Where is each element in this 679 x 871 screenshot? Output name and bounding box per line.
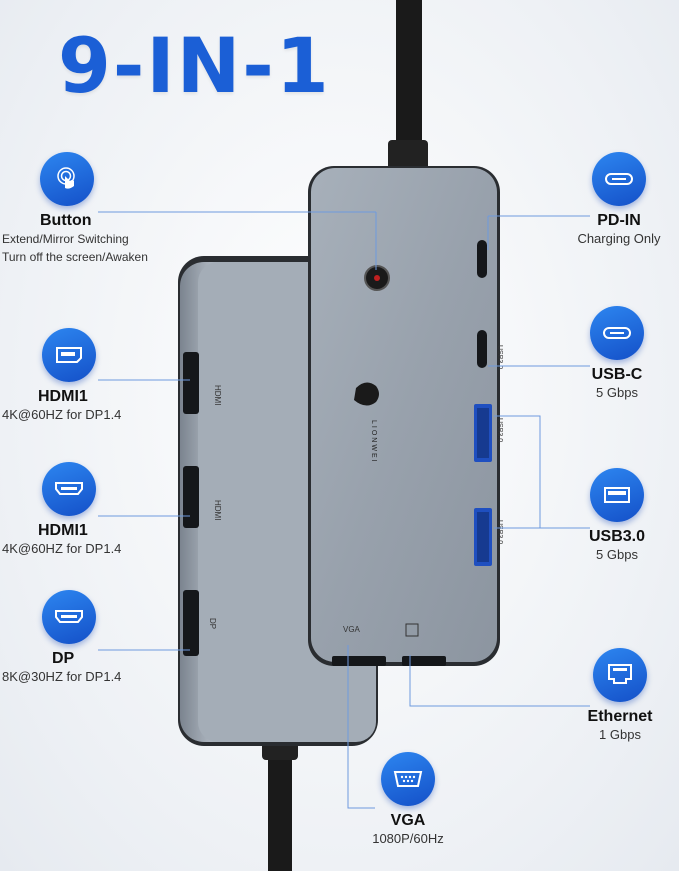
- brand-logo: [354, 382, 379, 406]
- feature-desc: 8K@30HZ for DP1.4: [2, 669, 122, 684]
- ethernet-icon: [593, 648, 647, 702]
- feature-desc: 4K@60HZ for DP1.4: [2, 407, 122, 422]
- feature-desc: 4K@60HZ for DP1.4: [2, 541, 122, 556]
- svg-text:USB3.0: USB3.0: [496, 418, 503, 442]
- feature-usb-c: USB-C 5 Gbps: [562, 306, 672, 402]
- feature-name: USB3.0: [588, 528, 646, 545]
- feature-name: HDMI1: [38, 388, 88, 405]
- svg-text:USB3.0: USB3.0: [496, 520, 503, 544]
- displayport-icon: [42, 328, 96, 382]
- ethernet-port: [402, 656, 446, 666]
- feature-name: HDMI1: [38, 522, 88, 539]
- feature-desc: 1080P/60Hz: [372, 831, 444, 846]
- feature-name: Button: [40, 212, 92, 229]
- feature-hdmi1-a: HDMI1 4K@60HZ for DP1.4: [2, 328, 218, 424]
- feature-desc: 5 Gbps: [596, 547, 638, 562]
- dp-port: [183, 590, 199, 656]
- feature-button: Button Extend/Mirror Switching Turn off …: [0, 152, 200, 266]
- feature-usb3: USB3.0 5 Gbps: [562, 468, 672, 564]
- svg-text:DP: DP: [208, 618, 217, 629]
- usb-c-port: [477, 330, 487, 368]
- vga-icon: [381, 752, 435, 806]
- usb-c-icon: [592, 152, 646, 206]
- hdmi-port-1: [183, 352, 199, 414]
- feature-ethernet: Ethernet 1 Gbps: [572, 648, 668, 744]
- svg-text:LIONWEI: LIONWEI: [370, 420, 377, 464]
- svg-text:HDMI: HDMI: [213, 500, 222, 520]
- feature-hdmi1-b: HDMI1 4K@60HZ for DP1.4: [2, 462, 218, 558]
- feature-vga: VGA 1080P/60Hz: [356, 752, 460, 848]
- svg-text:VGA: VGA: [343, 625, 361, 634]
- hub-front-unit: LIONWEI USB3.0 USB3.0 USB3.0 VGA: [308, 166, 503, 666]
- hdmi-port-2: [183, 466, 199, 528]
- feature-desc: 5 Gbps: [596, 385, 638, 400]
- feature-desc: Charging Only: [577, 231, 661, 246]
- feature-desc: Extend/Mirror Switching: [2, 232, 129, 246]
- feature-pd-in: PD-IN Charging Only: [560, 152, 678, 248]
- usb-c-icon: [590, 306, 644, 360]
- feature-name: Ethernet: [587, 708, 653, 725]
- feature-name: VGA: [390, 812, 426, 829]
- callout-lines: [98, 211, 590, 809]
- feature-desc: 1 Gbps: [599, 727, 641, 742]
- svg-text:HDMI: HDMI: [213, 385, 222, 405]
- vga-port: [332, 656, 386, 666]
- hdmi-icon: [42, 462, 96, 516]
- feature-dp: DP 8K@30HZ for DP1.4: [2, 590, 218, 686]
- touch-icon: [40, 152, 94, 206]
- hdmi-port-icon: [42, 590, 96, 644]
- feature-name: USB-C: [591, 366, 643, 383]
- usb-a-icon: [590, 468, 644, 522]
- feature-name: DP: [52, 650, 75, 667]
- page-title: 9-IN-1: [58, 21, 331, 110]
- feature-name: PD-IN: [597, 212, 641, 229]
- feature-desc: Turn off the screen/Awaken: [2, 250, 148, 264]
- svg-text:USB3.0: USB3.0: [496, 345, 503, 369]
- pd-in-port: [477, 240, 487, 278]
